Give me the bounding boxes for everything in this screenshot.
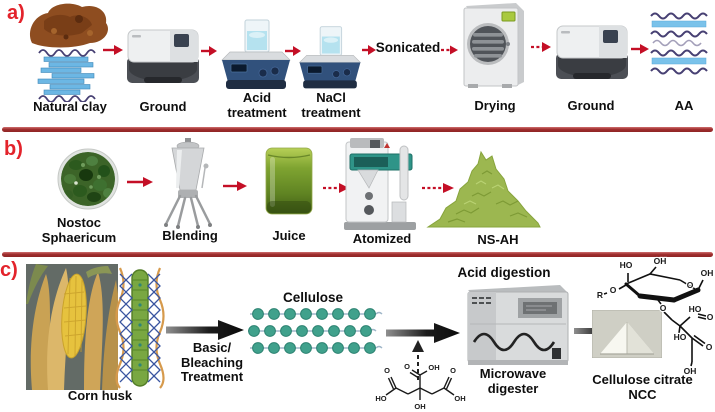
- svg-text:O: O: [450, 366, 456, 375]
- red-dashed-arrow: [422, 183, 454, 193]
- drying-label: Drying: [474, 98, 516, 113]
- svg-text:O: O: [610, 285, 617, 295]
- cellulose-label: Cellulose: [282, 290, 344, 305]
- stirrer-acid-icon: [221, 19, 291, 89]
- blending-label: Blending: [162, 228, 218, 243]
- ground2-label: Ground: [567, 98, 615, 113]
- svg-text:OH: OH: [684, 366, 697, 376]
- grinder-icon: [556, 25, 628, 79]
- citric-acid-structure: O OH O HO OH O OH: [374, 362, 466, 412]
- divider-b-c: [2, 252, 713, 257]
- aa-label: AA: [674, 98, 694, 113]
- corn-husk-photo: [26, 264, 118, 390]
- ncc-label: Cellulose citrate NCC: [592, 372, 693, 402]
- nsah-powder-icon: [426, 150, 541, 228]
- clay-layers-icon: [37, 49, 96, 102]
- svg-text:OH: OH: [414, 402, 425, 411]
- nsah-label: NS-AH: [477, 232, 519, 247]
- blender-icon: [164, 138, 212, 229]
- nostoc-dish-icon: [57, 148, 119, 210]
- panel-c-tag: c): [0, 259, 18, 281]
- red-arrow: [127, 177, 153, 187]
- fiber-structure-icon: [115, 267, 165, 389]
- juice-label: Juice: [272, 228, 306, 243]
- atomized-label: Atomized: [352, 231, 412, 246]
- ncc-powder-photo: [592, 310, 662, 358]
- black-arrow: [166, 320, 244, 340]
- red-dashed-arrow: [531, 42, 551, 52]
- treatment-label: Basic/ Bleaching Treatment: [180, 340, 244, 385]
- svg-text:HO: HO: [375, 394, 386, 403]
- black-arrow: [386, 323, 460, 343]
- microwave-digester-icon: [467, 285, 569, 365]
- cellulose-citrate-structure: OH HO OH R O O O HO O HO O OH: [596, 255, 715, 377]
- ground1-label: Ground: [139, 99, 187, 114]
- panel-b-tag: b): [4, 138, 23, 160]
- red-arrow: [631, 44, 649, 54]
- cellulose-chains-icon: [248, 308, 383, 354]
- red-arrow: [103, 45, 123, 55]
- red-dashed-arrow: [441, 45, 458, 55]
- svg-text:O: O: [707, 312, 714, 322]
- svg-text:R: R: [597, 290, 603, 300]
- svg-text:OH: OH: [654, 256, 667, 266]
- red-dashed-arrow: [323, 183, 349, 193]
- svg-text:O: O: [660, 303, 667, 313]
- svg-text:OH: OH: [701, 268, 714, 278]
- red-arrow: [201, 46, 217, 56]
- svg-text:O: O: [706, 342, 713, 352]
- svg-text:HO: HO: [620, 260, 633, 270]
- sonicated-label: Sonicated: [375, 40, 441, 55]
- natural-clay-icon: [29, 3, 109, 48]
- svg-text:OH: OH: [454, 394, 465, 403]
- divider-a-b: [2, 127, 713, 132]
- red-arrow: [223, 181, 247, 191]
- panel-a-tag: a): [7, 2, 25, 24]
- microwave-digester-label: Microwave digester: [479, 366, 547, 396]
- freeze-dryer-icon: [463, 3, 524, 88]
- nacl-treatment-label: NaCl treatment: [301, 90, 361, 120]
- acid-treatment-label: Acid treatment: [227, 90, 287, 120]
- svg-text:OH: OH: [428, 363, 439, 372]
- red-arrow: [362, 45, 376, 55]
- svg-text:O: O: [384, 366, 390, 375]
- natural-clay-label: Natural clay: [33, 99, 107, 114]
- aa-layers-icon: [650, 12, 708, 75]
- svg-text:O: O: [687, 280, 694, 290]
- svg-text:HO: HO: [689, 304, 702, 314]
- dashed-up-arrow: [412, 340, 424, 380]
- acid-digestion-label: Acid digestion: [457, 265, 551, 280]
- red-arrow: [285, 46, 301, 56]
- stirrer-nacl-icon: [298, 26, 362, 89]
- corn-husk-label: Corn husk: [67, 388, 133, 403]
- spray-dryer-icon: [344, 138, 416, 230]
- grinder-icon: [127, 29, 199, 83]
- juice-glass-icon: [265, 147, 313, 215]
- nostoc-label: Nostoc Sphaericum: [41, 215, 117, 245]
- svg-text:O: O: [404, 362, 410, 371]
- svg-text:HO: HO: [674, 332, 687, 342]
